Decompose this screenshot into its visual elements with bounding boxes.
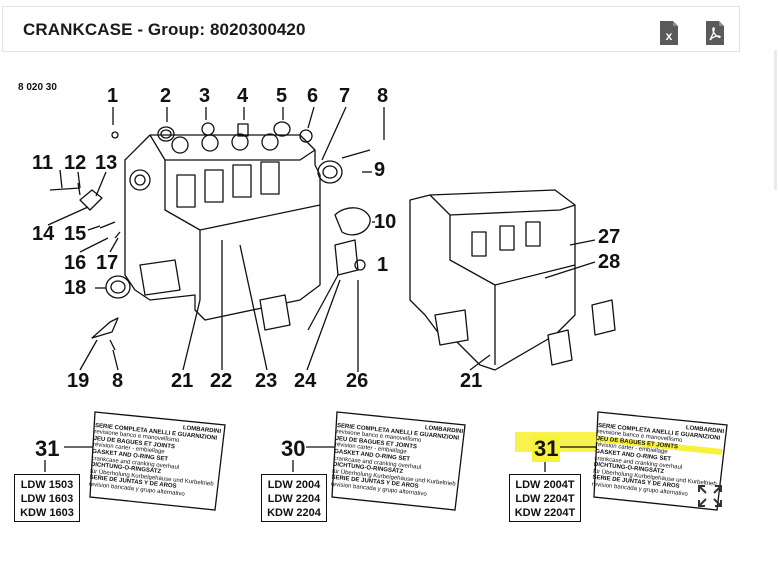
callout-3[interactable]: 3 bbox=[199, 85, 211, 107]
callout-15[interactable]: 15 bbox=[64, 223, 87, 245]
callout-26[interactable]: 26 bbox=[346, 370, 369, 392]
callout-1[interactable]: 1 bbox=[107, 85, 119, 107]
callout-7[interactable]: 7 bbox=[339, 85, 351, 107]
kit-models-box-3: LDW 2004T LDW 2204T KDW 2204T bbox=[509, 474, 581, 522]
callout-22[interactable]: 22 bbox=[210, 370, 233, 392]
kit-model: LDW 2204T bbox=[515, 493, 575, 505]
callout-24[interactable]: 24 bbox=[294, 370, 317, 392]
pdf-export-icon[interactable] bbox=[704, 20, 726, 46]
callout-4[interactable]: 4 bbox=[237, 85, 249, 107]
kit-card-text-1: LOMBARDINI SERIE COMPLETA ANELLI E GUARN… bbox=[88, 416, 221, 501]
kit-number-3[interactable]: 31 bbox=[532, 436, 561, 462]
callout-19[interactable]: 19 bbox=[67, 370, 90, 392]
kit-card-2 bbox=[331, 411, 466, 511]
fullscreen-icon[interactable] bbox=[697, 484, 723, 508]
callout-14[interactable]: 14 bbox=[32, 223, 55, 245]
callout-5[interactable]: 5 bbox=[276, 85, 288, 107]
svg-text:x: x bbox=[666, 29, 673, 43]
kit-model: KDW 2204 bbox=[267, 507, 321, 519]
kit-models-box-1: LDW 1503 LDW 1603 KDW 1603 bbox=[14, 474, 80, 522]
callout-2[interactable]: 2 bbox=[160, 85, 172, 107]
kit-card-text-2: LOMBARDINI SERIE COMPLETA ANELLI E GUARN… bbox=[330, 416, 463, 501]
kit-model: LDW 1603 bbox=[20, 493, 74, 505]
callout-9[interactable]: 9 bbox=[374, 159, 386, 181]
kit-model: LDW 2204 bbox=[267, 493, 321, 505]
kit-model: LDW 2004 bbox=[267, 479, 321, 491]
page-header: CRANKCASE - Group: 8020300420 x bbox=[2, 6, 740, 52]
kit-model: KDW 1603 bbox=[20, 507, 74, 519]
callout-21[interactable]: 21 bbox=[171, 370, 194, 392]
callout-12[interactable]: 12 bbox=[64, 152, 87, 174]
callout-21b[interactable]: 21 bbox=[460, 370, 483, 392]
callout-28[interactable]: 28 bbox=[598, 251, 621, 273]
callout-13[interactable]: 13 bbox=[95, 152, 118, 174]
kit-model: LDW 1503 bbox=[20, 479, 74, 491]
kit-models-box-2: LDW 2004 LDW 2204 KDW 2204 bbox=[261, 474, 327, 522]
kit-model: LDW 2004T bbox=[515, 479, 575, 491]
excel-export-icon[interactable]: x bbox=[658, 20, 680, 46]
group-code-label: 8 020 30 bbox=[18, 82, 57, 93]
scrollbar[interactable] bbox=[772, 0, 778, 574]
kit-number-2[interactable]: 30 bbox=[281, 436, 306, 461]
callout-6[interactable]: 6 bbox=[307, 85, 319, 107]
page-title: CRANKCASE - Group: 8020300420 bbox=[23, 20, 306, 39]
scrollbar-thumb[interactable] bbox=[774, 50, 777, 190]
callout-23[interactable]: 23 bbox=[255, 370, 278, 392]
callout-1b[interactable]: 1 bbox=[377, 254, 389, 276]
kit-number-1[interactable]: 31 bbox=[35, 436, 60, 461]
callout-18[interactable]: 18 bbox=[64, 277, 87, 299]
callout-8[interactable]: 8 bbox=[377, 85, 389, 107]
kit-model: KDW 2204T bbox=[514, 507, 576, 519]
kit-card-1 bbox=[89, 411, 226, 511]
callout-27[interactable]: 27 bbox=[598, 226, 621, 248]
callout-16[interactable]: 16 bbox=[64, 252, 87, 274]
callout-10[interactable]: 10 bbox=[374, 211, 397, 233]
callout-11[interactable]: 11 bbox=[32, 152, 54, 174]
callout-8b[interactable]: 8 bbox=[112, 370, 124, 392]
kit-card-3 bbox=[593, 411, 728, 511]
callout-17[interactable]: 17 bbox=[96, 252, 119, 274]
